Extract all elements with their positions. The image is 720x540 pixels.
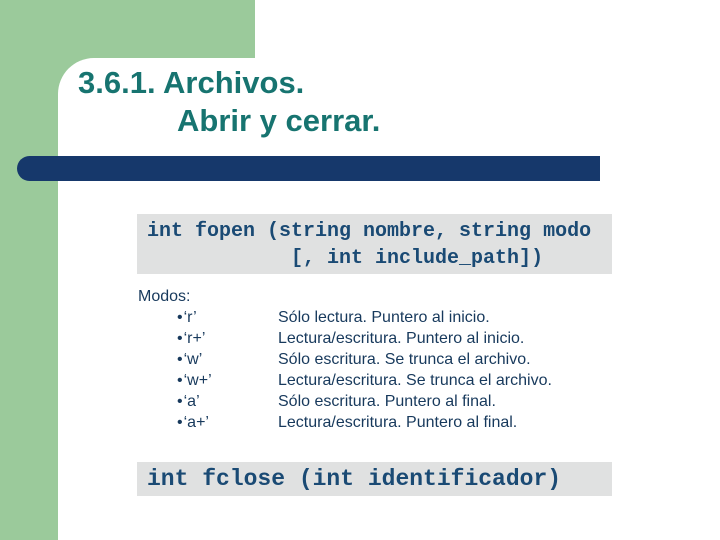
list-item: •‘a+’ Lectura/escritura. Puntero al fina… <box>177 412 552 433</box>
mode-description: Sólo escritura. Se trunca el archivo. <box>278 351 531 368</box>
bullet-icon: • <box>177 330 183 347</box>
list-item: •‘r’ Sólo lectura. Puntero al inicio. <box>177 307 552 328</box>
mode-value: •‘w+’ <box>177 370 278 391</box>
bullet-icon: • <box>177 393 183 410</box>
code-text-fopen: int fopen (string nombre, string modo [,… <box>147 220 592 270</box>
mode-text: ‘a+’ <box>183 414 209 431</box>
mode-text: ‘a’ <box>183 393 200 410</box>
bullet-icon: • <box>177 351 183 368</box>
mode-list: •‘r’ Sólo lectura. Puntero al inicio. •‘… <box>177 307 552 433</box>
bullet-icon: • <box>177 414 183 431</box>
mode-text: ‘w’ <box>183 351 203 368</box>
modes-label: Modos: <box>138 288 191 305</box>
mode-description: Sólo lectura. Puntero al inicio. <box>278 309 490 326</box>
list-item: •‘a’ Sólo escritura. Puntero al final. <box>177 391 552 412</box>
title-line-2: Abrir y cerrar. <box>177 103 381 138</box>
title-underline-bar <box>17 156 600 181</box>
mode-description: Lectura/escritura. Puntero al final. <box>278 414 518 431</box>
code-text-fclose: int fclose (int identificador) <box>147 466 562 492</box>
bullet-icon: • <box>177 309 183 326</box>
bullet-icon: • <box>177 372 183 389</box>
list-item: •‘r+’ Lectura/escritura. Puntero al inic… <box>177 328 552 349</box>
list-item: •‘w’ Sólo escritura. Se trunca el archiv… <box>177 349 552 370</box>
mode-value: •‘a’ <box>177 391 278 412</box>
mode-text: ‘w+’ <box>183 372 212 389</box>
mode-description: Sólo escritura. Puntero al final. <box>278 393 496 410</box>
mode-value: •‘w’ <box>177 349 278 370</box>
mode-value: •‘a+’ <box>177 412 278 433</box>
list-item: •‘w+’ Lectura/escritura. Se trunca el ar… <box>177 370 552 391</box>
content-card <box>58 58 720 540</box>
code-block-fopen: int fopen (string nombre, string modo [,… <box>137 214 612 274</box>
title-line-1: 3.6.1. Archivos. <box>78 65 305 100</box>
mode-description: Lectura/escritura. Se trunca el archivo. <box>278 372 552 389</box>
mode-text: ‘r’ <box>183 309 197 326</box>
mode-description: Lectura/escritura. Puntero al inicio. <box>278 330 525 347</box>
mode-value: •‘r+’ <box>177 328 278 349</box>
page-title: 3.6.1. Archivos. Abrir y cerrar. <box>78 64 380 140</box>
mode-text: ‘r+’ <box>183 330 206 347</box>
mode-value: •‘r’ <box>177 307 278 328</box>
code-block-fclose: int fclose (int identificador) <box>137 462 612 496</box>
